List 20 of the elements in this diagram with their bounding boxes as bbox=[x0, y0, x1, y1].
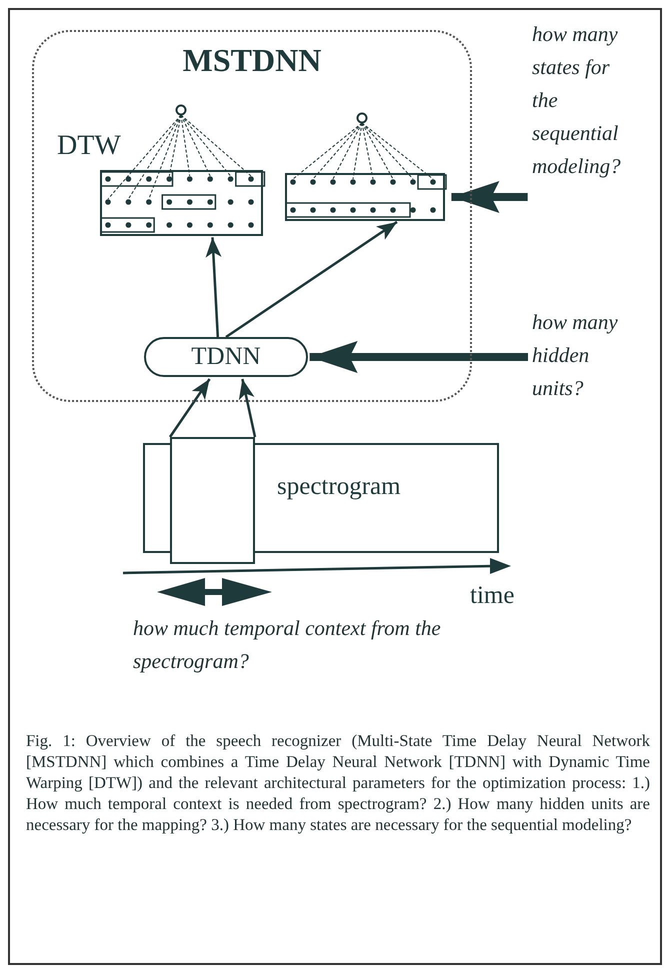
tdnn-pill bbox=[144, 337, 308, 377]
arrow bbox=[168, 378, 211, 438]
node-label: spectrogram bbox=[277, 473, 401, 501]
dashed-group-box bbox=[32, 30, 472, 402]
state-grid bbox=[285, 173, 445, 221]
figure-caption: Fig. 1: Overview of the speech recognizer (Multi-State Time Delay Neural Network [MSTDNN] which combines a Time Delay Neural Network [TDNN] with Dynamic Time Warping [DTW]) and the relevant architectural parameters for the optimization process: 1.) How much temporal context is needed from spectrogram? 2.) How many hidden units are necessary for the mapping? 3.) How many states are necessary for the sequential modeling? bbox=[26, 730, 650, 835]
question-text: how many states for the sequential modeling? bbox=[532, 18, 640, 218]
arrow bbox=[238, 378, 256, 438]
arrow bbox=[451, 181, 528, 213]
context-window-box bbox=[170, 437, 255, 564]
grid-label: DTW bbox=[57, 130, 121, 162]
question-text: how much temporal context from the spectrogram? bbox=[133, 615, 442, 675]
question-text: how many hidden units? bbox=[532, 306, 632, 438]
arrow bbox=[310, 341, 528, 373]
arrow bbox=[225, 220, 398, 338]
node-label: TDNN bbox=[191, 343, 261, 371]
state-grid bbox=[100, 170, 263, 236]
arrow bbox=[206, 237, 222, 338]
group-title: MSTDNN bbox=[182, 42, 322, 79]
axis-label: time bbox=[470, 582, 514, 610]
